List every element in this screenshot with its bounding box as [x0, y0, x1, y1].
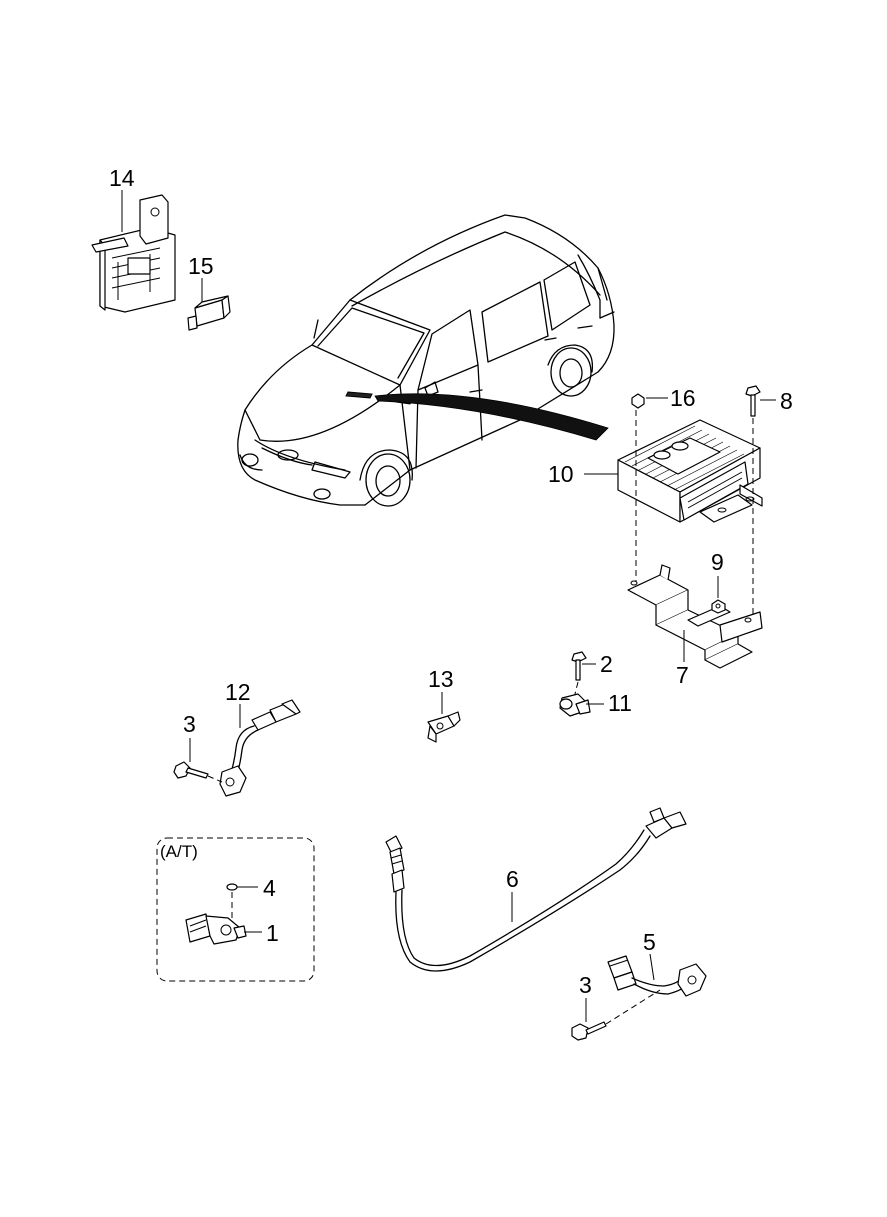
callout-15: 15 — [188, 253, 214, 279]
callout-12: 12 — [225, 679, 251, 705]
vehicle-illustration — [237, 214, 615, 507]
callout-2: 2 — [600, 651, 613, 677]
part-9-nut — [711, 599, 726, 614]
at-box-frame — [156, 837, 315, 982]
callout-1: 1 — [266, 920, 279, 946]
part-10-ecu — [617, 419, 763, 523]
callout-5: 5 — [643, 929, 656, 955]
callout-14: 14 — [109, 165, 135, 191]
callout-11: 11 — [608, 690, 632, 716]
callout-6: 6 — [506, 866, 519, 892]
part-3-bolt-upper — [173, 761, 223, 783]
callout-10: 10 — [548, 461, 574, 487]
part-13-sensor — [427, 711, 461, 743]
part-15-relay — [187, 295, 231, 331]
callout-9: 9 — [711, 549, 724, 575]
part-14-relay-box — [91, 194, 176, 313]
part-1-switch — [185, 913, 247, 945]
part-11-sensor — [559, 693, 591, 717]
part-3-bolt-lower — [571, 989, 661, 1041]
callout-4: 4 — [263, 875, 276, 901]
part-7-bracket — [627, 564, 763, 669]
part-6-oxygen-sensor — [385, 807, 687, 972]
part-16-nut — [631, 393, 645, 409]
part-4-washer — [226, 883, 238, 918]
callout-13: 13 — [428, 666, 454, 692]
callout-16: 16 — [670, 385, 696, 411]
callout-7: 7 — [676, 662, 689, 688]
part-5-sensor — [607, 955, 707, 997]
part-2-bolt — [571, 651, 587, 699]
callout-leaders — [121, 190, 776, 1022]
part-12-sensor — [219, 699, 301, 797]
callout-3-upper: 3 — [183, 711, 196, 737]
callout-3-lower: 3 — [579, 972, 592, 998]
part-8-bolt — [745, 385, 761, 417]
at-box-label: (A/T) — [160, 842, 198, 861]
callout-8: 8 — [780, 388, 793, 414]
